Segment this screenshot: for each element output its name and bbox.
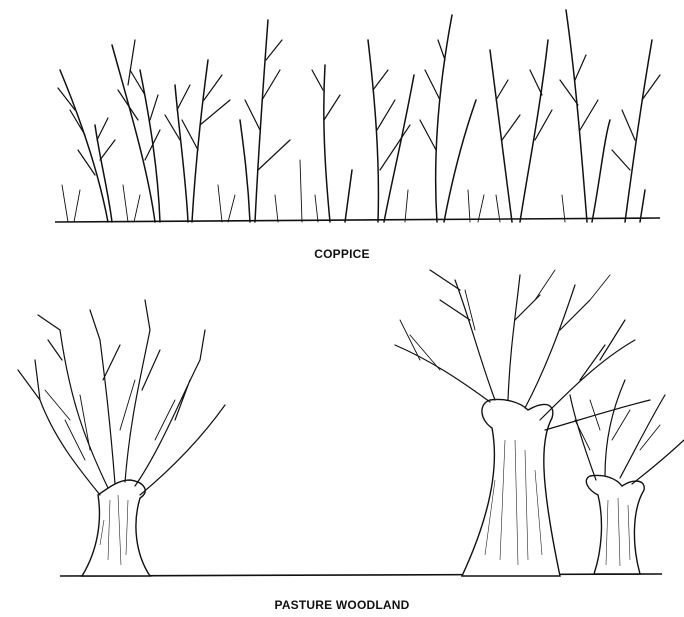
coppice-stool-6 xyxy=(368,40,414,222)
coppice-caption: COPPICE xyxy=(0,247,684,261)
coppice-stool-2 xyxy=(112,40,160,222)
coppice-stool-4 xyxy=(240,20,302,222)
coppice-stool-9 xyxy=(560,10,610,222)
coppice-stool-5 xyxy=(312,65,352,222)
coppice-stool-3 xyxy=(165,60,235,222)
coppice-stool-1 xyxy=(58,70,115,222)
coppice-drawing xyxy=(55,10,660,222)
coppice-stool-10 xyxy=(612,40,660,222)
pasture-woodland-caption: PASTURE WOODLAND xyxy=(0,598,684,612)
pasture-woodland-drawing xyxy=(18,270,684,576)
coppice-stool-7 xyxy=(420,15,484,222)
pollard-tree-left xyxy=(18,300,225,576)
coppice-stool-8 xyxy=(490,40,552,222)
coppice-ground-line xyxy=(55,218,660,222)
pollard-tree-right xyxy=(570,380,684,574)
